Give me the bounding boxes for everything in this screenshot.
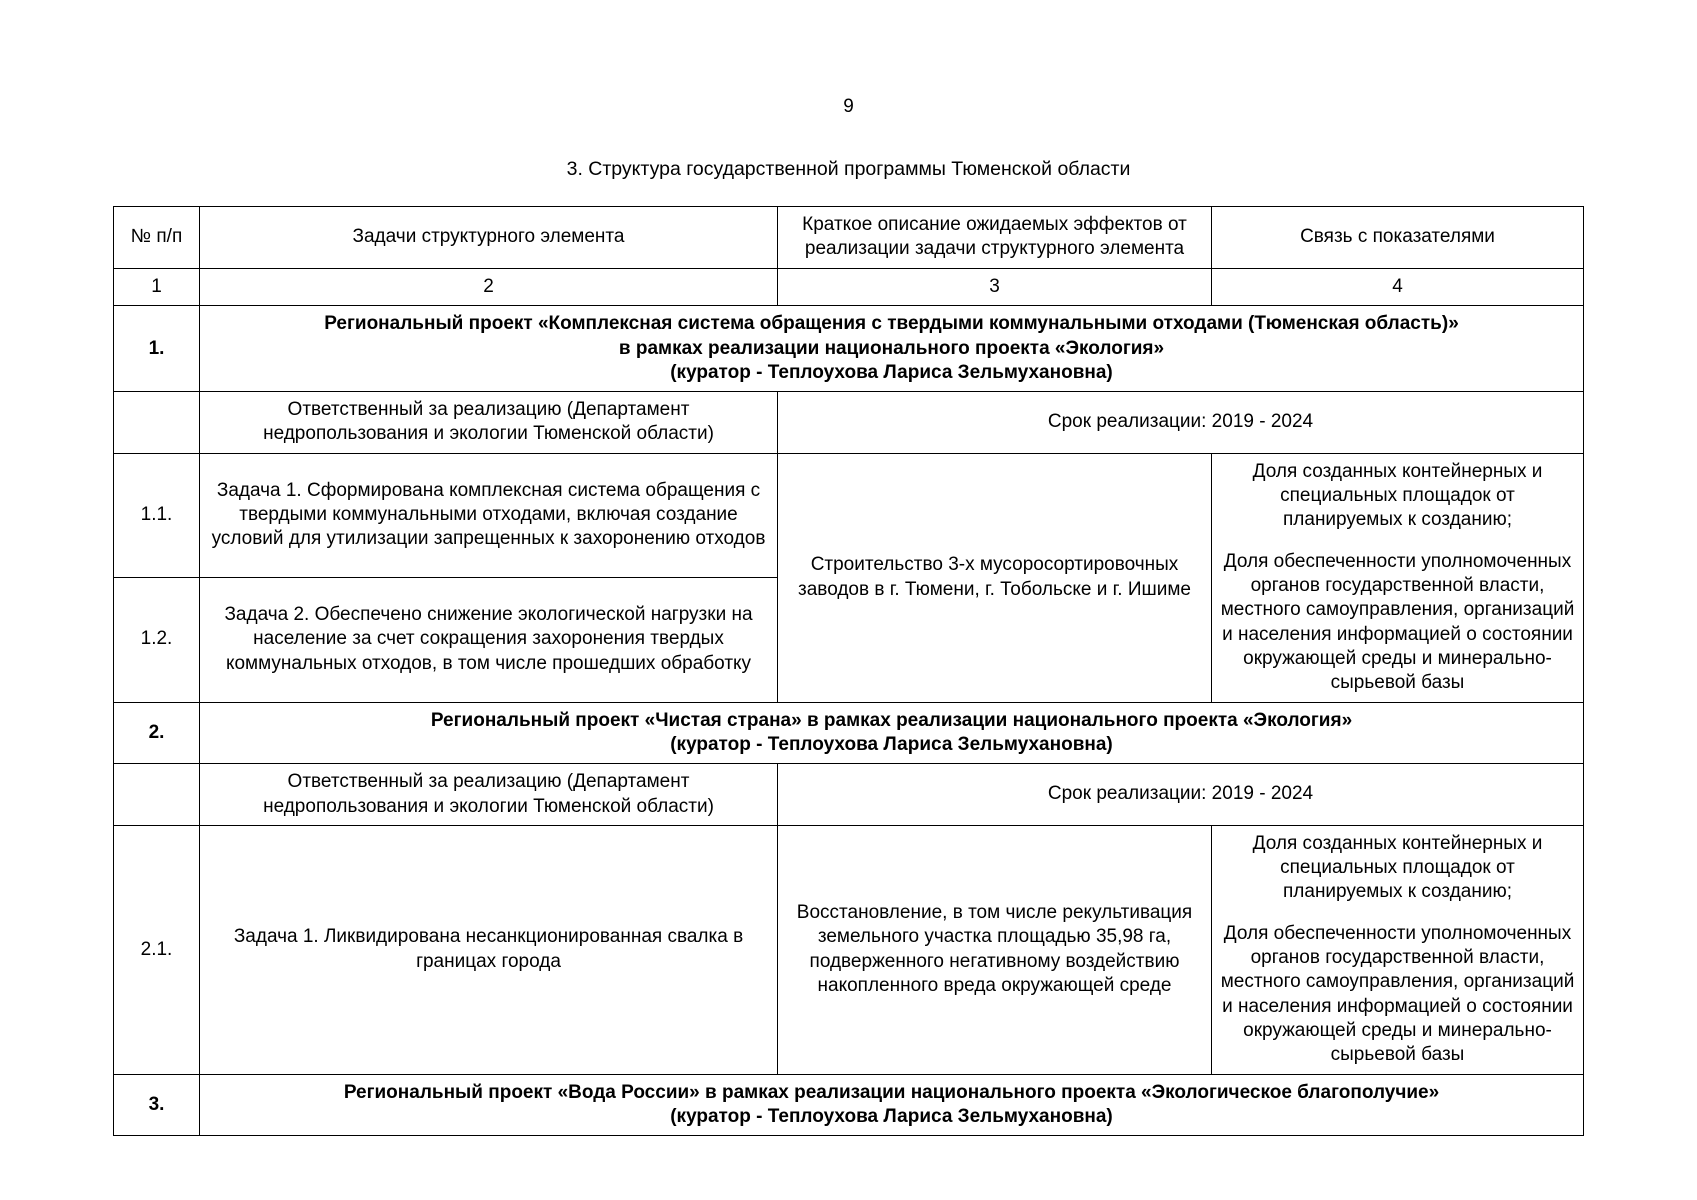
- table-header-row: № п/п Задачи структурного элемента Кратк…: [113, 205, 1584, 269]
- header-cell-description: Краткое описание ожидаемых эффектов от р…: [777, 205, 1212, 269]
- indicator-item: Доля созданных контейнерных и специальны…: [1252, 832, 1543, 903]
- task-text-1-2: Задача 2. Обеспечено снижение экологичес…: [199, 576, 778, 703]
- section-title-line-2: (куратор - Теплоухова Лариса Зельмуханов…: [670, 1105, 1113, 1127]
- section-title-2: Региональный проект «Чистая страна» в ра…: [199, 701, 1584, 765]
- table-row: 1.1. Задача 1. Сформирована комплексная …: [113, 452, 1584, 703]
- indicators-2: Доля созданных контейнерных и специальны…: [1211, 824, 1584, 1075]
- program-structure-table: № п/п Задачи структурного элемента Кратк…: [113, 205, 1584, 1137]
- table-row: 1.2. Задача 2. Обеспечено снижение эколо…: [113, 576, 1584, 703]
- implementation-term-1: Срок реализации: 2019 - 2024: [777, 391, 1584, 454]
- task-text-1-1: Задача 1. Сформирована комплексная систе…: [199, 452, 778, 578]
- indicator-item: Доля обеспеченности уполномоченных орган…: [1220, 922, 1575, 1066]
- indicator-item: Доля обеспеченности уполномоченных орган…: [1220, 550, 1575, 694]
- implementation-term-2: Срок реализации: 2019 - 2024: [777, 763, 1584, 826]
- responsible-party-2: Ответственный за реализацию (Департамент…: [199, 763, 778, 826]
- section-title-line-3: (куратор - Теплоухова Лариса Зельмуханов…: [670, 361, 1113, 383]
- table-row: Ответственный за реализацию (Департамент…: [113, 391, 1584, 454]
- responsible-line-2: недропользования и экологии Тюменской об…: [263, 795, 714, 817]
- table-column-number-row: 1 2 3 4: [113, 267, 1584, 307]
- column-number-2: 2: [199, 267, 778, 307]
- task-text-2-1: Задача 1. Ликвидирована несанкционирован…: [199, 824, 778, 1075]
- table-row: 2. Региональный проект «Чистая страна» в…: [113, 701, 1584, 765]
- section-number-1: 1.: [113, 305, 200, 393]
- task-number-1-1: 1.1.: [113, 452, 200, 578]
- page-title: 3. Структура государственной программы Т…: [566, 158, 1131, 180]
- empty-number-cell: [113, 763, 200, 826]
- table-row: Ответственный за реализацию (Департамент…: [113, 763, 1584, 826]
- indicator-item: Доля созданных контейнерных и специальны…: [1252, 460, 1543, 531]
- section-title-3: Региональный проект «Вода России» в рамк…: [199, 1073, 1584, 1137]
- section-title-1: Региональный проект «Комплексная система…: [199, 305, 1584, 393]
- empty-number-cell: [113, 391, 200, 454]
- header-description-line-2: реализации задачи структурного элемента: [804, 238, 1185, 260]
- responsible-line-1: Ответственный за реализацию (Департамент: [287, 771, 690, 793]
- section-title-line-1: Региональный проект «Вода России» в рамк…: [343, 1081, 1440, 1103]
- task-number-1-2: 1.2.: [113, 576, 200, 703]
- header-cell-indicators: Связь с показателями: [1211, 205, 1584, 269]
- page-number: 9: [843, 96, 854, 117]
- effect-text-2: Восстановление, в том числе рекультиваци…: [777, 824, 1212, 1075]
- section-title-line-2: (куратор - Теплоухова Лариса Зельмуханов…: [670, 733, 1113, 755]
- column-number-4: 4: [1211, 267, 1584, 307]
- section-title-line-2: в рамках реализации национального проект…: [618, 337, 1165, 359]
- effect-text-1: Строительство 3-х мусоросортировочных за…: [777, 452, 1212, 703]
- table-row: 2.1. Задача 1. Ликвидирована несанкциони…: [113, 824, 1584, 1075]
- section-number-2: 2.: [113, 701, 200, 765]
- header-cell-tasks: Задачи структурного элемента: [199, 205, 778, 269]
- column-number-3: 3: [777, 267, 1212, 307]
- table-row: 3. Региональный проект «Вода России» в р…: [113, 1073, 1584, 1137]
- responsible-line-1: Ответственный за реализацию (Департамент: [287, 399, 690, 421]
- table-row: 1. Региональный проект «Комплексная сист…: [113, 305, 1584, 393]
- task-number-2-1: 2.1.: [113, 824, 200, 1075]
- section-title-line-1: Региональный проект «Комплексная система…: [324, 313, 1459, 335]
- column-number-1: 1: [113, 267, 200, 307]
- header-cell-number: № п/п: [113, 205, 200, 269]
- section-title-line-1: Региональный проект «Чистая страна» в ра…: [430, 709, 1353, 731]
- indicators-1: Доля созданных контейнерных и специальны…: [1211, 452, 1584, 703]
- responsible-line-2: недропользования и экологии Тюменской об…: [263, 423, 714, 445]
- section-number-3: 3.: [113, 1073, 200, 1137]
- header-description-line-1: Краткое описание ожидаемых эффектов от: [802, 213, 1187, 235]
- responsible-party-1: Ответственный за реализацию (Департамент…: [199, 391, 778, 454]
